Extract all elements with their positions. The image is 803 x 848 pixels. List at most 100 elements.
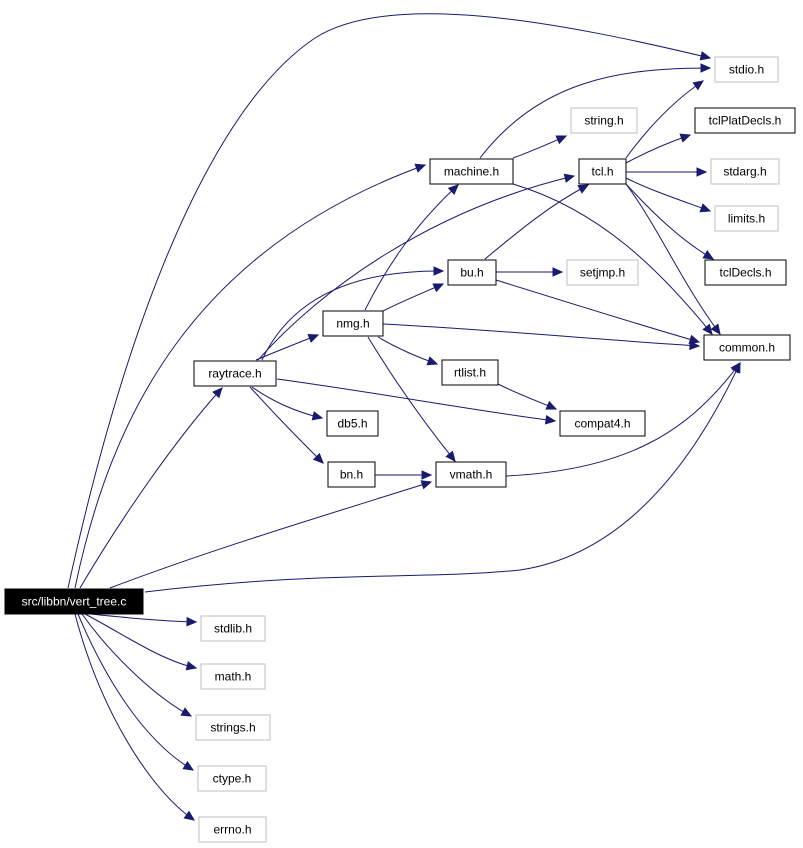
arrowhead-machine-to-stdio <box>700 63 712 73</box>
node-math-label: math.h <box>215 670 252 684</box>
node-vmath-label: vmath.h <box>450 468 493 482</box>
node-stdarg[interactable]: stdarg.h <box>710 158 780 185</box>
edge-tcl-to-tclplat <box>625 134 691 164</box>
node-limits-label: limits.h <box>728 212 765 226</box>
arrowhead-bu-to-tcl <box>577 184 590 194</box>
node-raytrace[interactable]: raytrace.h <box>193 360 277 387</box>
node-machine[interactable]: machine.h <box>429 158 514 185</box>
node-errno[interactable]: errno.h <box>198 816 267 843</box>
arrowhead-bn-to-vmath <box>421 470 433 480</box>
arrowhead-bu-to-common <box>688 334 701 344</box>
node-strings[interactable]: strings.h <box>195 714 271 741</box>
node-tcl[interactable]: tcl.h <box>578 158 627 185</box>
arrowhead-root-to-errno <box>183 810 195 821</box>
edge-root-to-errno <box>74 613 195 821</box>
node-rtlist-box <box>441 359 499 386</box>
arrowhead-root-to-vmath <box>420 480 433 490</box>
node-db5[interactable]: db5.h <box>326 410 379 437</box>
node-tcl-box <box>578 158 627 185</box>
edge-bu-to-tcl <box>484 184 589 260</box>
arrowhead-root-to-ctype <box>182 760 195 771</box>
node-rtlist[interactable]: rtlist.h <box>441 359 499 386</box>
node-tcldecls[interactable]: tclDecls.h <box>704 259 787 286</box>
arrowhead-root-to-stdio <box>699 51 712 61</box>
node-raytrace-label: raytrace.h <box>208 367 261 381</box>
arrowhead-tcl-to-limits <box>699 203 712 213</box>
node-bn[interactable]: bn.h <box>327 461 376 488</box>
edge-machine-to-stdio <box>479 67 711 159</box>
edge-root-to-strings <box>81 613 192 717</box>
edge-nmg-to-rtlist <box>377 336 438 365</box>
node-nmg-box <box>322 310 384 337</box>
node-setjmp-box <box>566 259 639 286</box>
node-ctype[interactable]: ctype.h <box>197 765 267 792</box>
node-compat4-box <box>559 410 646 437</box>
edge-nmg-to-common <box>382 323 700 347</box>
edge-root-to-ctype <box>77 613 194 771</box>
node-machine-box <box>429 158 514 185</box>
node-bu-label: bu.h <box>460 266 483 280</box>
node-root-box <box>4 588 144 615</box>
arrowhead-root-to-machine <box>414 163 427 173</box>
edge-root-to-vmath <box>109 481 432 589</box>
node-errno-box <box>198 816 267 843</box>
edge-root-to-common <box>144 362 741 593</box>
node-compat4[interactable]: compat4.h <box>559 410 646 437</box>
node-ctype-label: ctype.h <box>213 772 252 786</box>
arrowhead-nmg-to-bu <box>432 283 445 293</box>
node-stdlib-label: stdlib.h <box>214 622 252 636</box>
arrowhead-raytrace-to-compat4 <box>544 415 557 425</box>
arrowhead-nmg-to-rtlist <box>426 356 439 366</box>
arrowhead-raytrace-to-bn <box>312 452 324 464</box>
node-stdlib[interactable]: stdlib.h <box>200 615 266 642</box>
node-limits[interactable]: limits.h <box>714 205 779 232</box>
arrowhead-nmg-to-vmath <box>445 450 456 462</box>
arrowhead-tcl-to-tclplat <box>679 133 692 143</box>
node-root-label: src/libbn/vert_tree.c <box>22 595 127 609</box>
node-math-box <box>200 663 266 690</box>
arrowhead-root-to-stdlib <box>186 616 198 627</box>
node-errno-label: errno.h <box>213 823 251 837</box>
arrowhead-root-to-math <box>185 661 198 671</box>
node-tclplat[interactable]: tclPlatDecls.h <box>694 107 796 134</box>
arrowhead-machine-to-common <box>702 323 713 335</box>
node-string-box <box>570 107 638 134</box>
node-limits-box <box>714 205 779 232</box>
edge-nmg-to-vmath <box>367 336 456 462</box>
edge-root-to-stdlib <box>89 613 197 623</box>
arrowhead-machine-to-string <box>555 135 568 145</box>
node-nmg[interactable]: nmg.h <box>322 310 384 337</box>
node-vmath[interactable]: vmath.h <box>435 461 507 488</box>
edge-root-to-stdio <box>67 13 711 589</box>
node-string[interactable]: string.h <box>570 107 638 134</box>
edge-tcl-to-stdio <box>625 80 704 159</box>
node-bu-box <box>447 259 497 286</box>
node-setjmp[interactable]: setjmp.h <box>566 259 639 286</box>
edge-raytrace-to-compat4 <box>276 378 556 422</box>
node-stdio[interactable]: stdio.h <box>714 56 779 83</box>
node-tcldecls-label: tclDecls.h <box>719 266 771 280</box>
node-root[interactable]: src/libbn/vert_tree.c <box>4 588 144 615</box>
edge-raytrace-to-nmg <box>255 334 319 361</box>
arrowhead-raytrace-to-tcl <box>563 173 576 183</box>
edge-machine-to-common <box>512 183 713 335</box>
node-raytrace-box <box>193 360 277 387</box>
node-common[interactable]: common.h <box>703 334 791 361</box>
node-bu[interactable]: bu.h <box>447 259 497 286</box>
arrowhead-root-to-raytrace <box>212 387 223 399</box>
node-strings-box <box>195 714 271 741</box>
node-bn-box <box>327 461 376 488</box>
edge-tcl-to-common <box>625 183 721 335</box>
arrowhead-raytrace-to-bu <box>433 266 445 276</box>
node-stdio-label: stdio.h <box>729 63 764 77</box>
node-compat4-label: compat4.h <box>574 417 630 431</box>
node-math[interactable]: math.h <box>200 663 266 690</box>
edge-tcl-to-tcldecls <box>625 183 714 260</box>
edge-raytrace-to-bn <box>249 386 324 464</box>
node-tcl-label: tcl.h <box>591 165 613 179</box>
node-vmath-box <box>435 461 507 488</box>
arrowhead-nmg-to-machine <box>447 184 459 195</box>
node-db5-label: db5.h <box>337 417 367 431</box>
edge-root-to-raytrace <box>79 387 223 589</box>
arrowhead-vmath-to-common <box>730 362 741 374</box>
